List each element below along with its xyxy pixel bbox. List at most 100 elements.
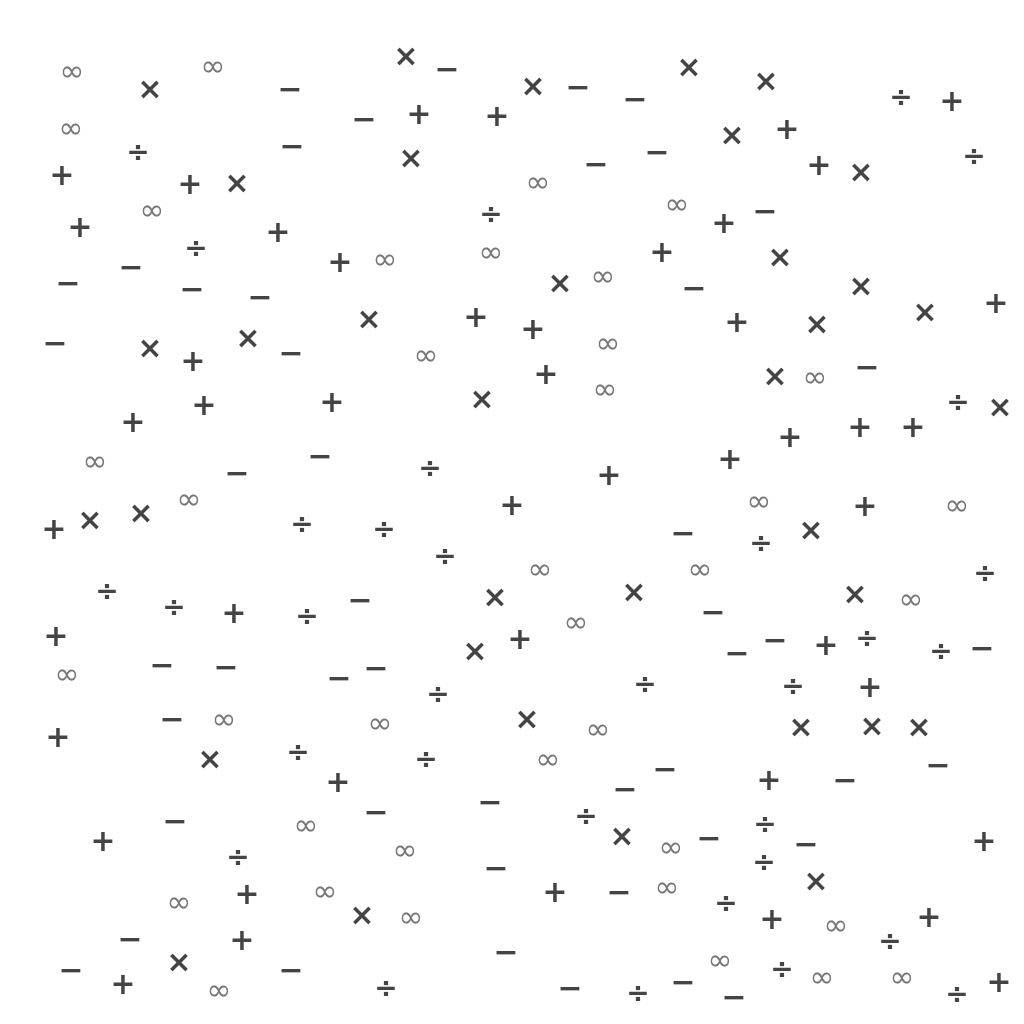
times-symbol: × [393,39,419,74]
infinity-symbol: ∞ [59,54,85,89]
divide-symbol: ÷ [162,590,186,623]
plus-symbol: + [983,286,1009,321]
divide-symbol: ÷ [286,735,310,768]
divide-symbol: ÷ [374,971,398,1004]
minus-symbol: − [224,456,250,491]
minus-symbol: − [179,272,205,307]
infinity-symbol: ∞ [176,482,202,517]
minus-symbol: − [752,194,778,229]
plus-symbol: + [777,420,803,455]
infinity-symbol: ∞ [944,488,970,523]
infinity-symbol: ∞ [592,372,618,407]
times-symbol: × [906,710,932,745]
infinity-symbol: ∞ [746,484,772,519]
divide-symbol: ÷ [945,977,969,1010]
plus-symbol: + [649,235,675,270]
minus-symbol: − [55,266,81,301]
plus-symbol: + [759,902,785,937]
times-symbol: × [547,266,573,301]
minus-symbol: − [700,595,726,630]
times-symbol: × [166,945,192,980]
divide-symbol: ÷ [855,621,879,654]
plus-symbol: + [49,158,75,193]
minus-symbol: − [832,763,858,798]
plus-symbol: + [41,512,67,547]
minus-symbol: − [363,795,389,830]
divide-symbol: ÷ [749,526,773,559]
plus-symbol: + [43,619,69,654]
plus-symbol: + [325,765,351,800]
minus-symbol: − [58,953,84,988]
times-symbol: × [762,359,788,394]
plus-symbol: + [67,210,93,245]
divide-symbol: ÷ [295,599,319,632]
divide-symbol: ÷ [126,135,150,168]
divide-symbol: ÷ [95,574,119,607]
minus-symbol: − [307,439,333,474]
divide-symbol: ÷ [753,807,777,840]
times-symbol: × [842,577,868,612]
infinity-symbol: ∞ [312,874,338,909]
infinity-symbol: ∞ [585,712,611,747]
times-symbol: × [676,50,702,85]
infinity-symbol: ∞ [563,605,589,640]
times-symbol: × [77,503,103,538]
divide-symbol: ÷ [962,139,986,172]
minus-symbol: − [483,851,509,886]
plus-symbol: + [90,824,116,859]
divide-symbol: ÷ [574,799,598,832]
minus-symbol: − [854,350,880,385]
minus-symbol: − [606,875,632,910]
plus-symbol: + [120,405,146,440]
infinity-symbol: ∞ [372,242,398,277]
divide-symbol: ÷ [372,512,396,545]
minus-symbol: − [278,336,304,371]
divide-symbol: ÷ [184,231,208,264]
infinity-symbol: ∞ [535,742,561,777]
infinity-symbol: ∞ [413,338,439,373]
minus-symbol: − [347,583,373,618]
divide-symbol: ÷ [626,976,650,1009]
infinity-symbol: ∞ [367,706,393,741]
plus-symbol: + [463,300,489,335]
times-symbol: × [514,702,540,737]
divide-symbol: ÷ [633,667,657,700]
minus-symbol: − [363,651,389,686]
infinity-symbol: ∞ [664,187,690,222]
times-symbol: × [137,331,163,366]
times-symbol: × [482,580,508,615]
plus-symbol: + [724,305,750,340]
times-symbol: × [987,390,1013,425]
minus-symbol: − [724,636,750,671]
infinity-symbol: ∞ [527,552,553,587]
plus-symbol: + [265,215,291,250]
minus-symbol: − [644,135,670,170]
minus-symbol: − [565,70,591,105]
infinity-symbol: ∞ [687,552,713,587]
times-symbol: × [349,898,375,933]
plus-symbol: + [229,923,255,958]
times-symbol: × [848,155,874,190]
plus-symbol: + [756,763,782,798]
infinity-symbol: ∞ [392,833,418,868]
infinity-symbol: ∞ [898,582,924,617]
times-symbol: × [235,321,261,356]
plus-symbol: + [986,965,1012,1000]
minus-symbol: − [117,922,143,957]
minus-symbol: − [326,661,352,696]
times-symbol: × [462,634,488,669]
times-symbol: × [398,141,424,176]
minus-symbol: − [925,748,951,783]
minus-symbol: − [149,648,175,683]
minus-symbol: − [622,82,648,117]
plus-symbol: + [191,388,217,423]
times-symbol: × [719,118,745,153]
minus-symbol: − [721,980,747,1015]
minus-symbol: − [247,280,273,315]
divide-symbol: ÷ [929,634,953,667]
plus-symbol: + [847,410,873,445]
plus-symbol: + [813,628,839,663]
infinity-symbol: ∞ [166,885,192,920]
times-symbol: × [137,72,163,107]
